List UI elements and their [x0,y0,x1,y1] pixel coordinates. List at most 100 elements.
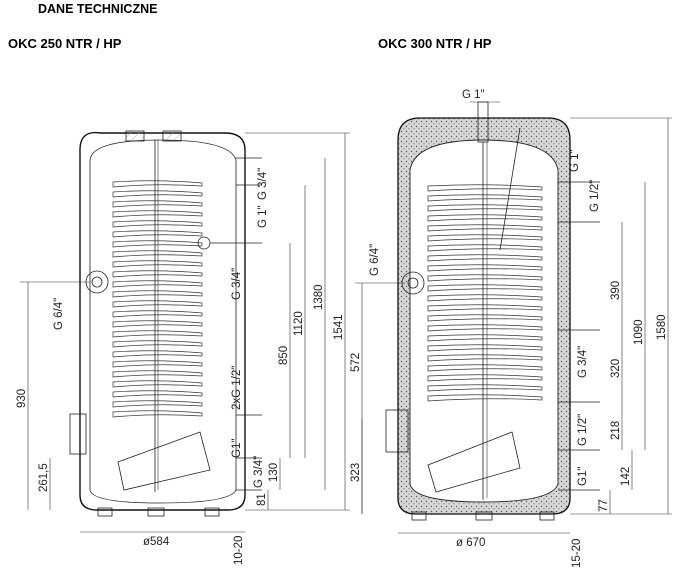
coil-turn [427,364,543,372]
coil-turn [427,254,543,262]
label-g1-low-right: G1" [577,467,589,486]
coil-turn [427,314,543,322]
coil-turn [112,340,203,348]
coil-turn [112,280,203,288]
coil-turn [427,184,543,192]
coil-turn [427,334,543,342]
dim-142: 142 [620,467,632,486]
coil-turn [112,390,203,398]
coil-turn [427,284,543,292]
page-title: DANE TECHNICZNE [38,2,158,16]
coil-turn [427,344,543,352]
coil-turn [427,354,543,362]
label-g64-left: G 6/4" [53,298,65,330]
coil-turn [427,394,543,402]
coil-turn [112,350,203,358]
dim-261-5: 261,5 [38,463,50,492]
right-connections-300 [558,181,600,491]
coil-turn [427,304,543,312]
coil-turn [112,400,203,408]
label-g1-low: G1" [231,439,243,458]
coil-turn [112,220,203,228]
drawing-okc250: G 3/4" G 1" G 3/4" G 6/4" 2xG 1/2" G1" G… [16,130,350,565]
label-g1-right: G 1" [569,149,581,172]
coil-turn [112,320,203,328]
control-box-300 [385,409,409,453]
dim-390: 390 [610,281,622,300]
dim-1120: 1120 [293,311,305,336]
coil-turn [112,190,203,198]
drawing-okc300: G 1" G 1" G 1/2" G 6/4" G 3/4" G 1/2" G1… [350,89,672,568]
coil-turn [112,270,203,278]
heat-exchanger-coil [112,180,203,418]
dim-1541: 1541 [333,314,345,340]
dim-15-20: 15-20 [571,539,583,568]
coil-turn [112,200,203,208]
dim-1380: 1380 [313,284,325,310]
coil-turn [427,264,543,272]
dim-77: 77 [598,499,610,512]
heat-exchanger-coil-300 [427,184,543,402]
heating-element-300 [427,431,521,493]
dim-1580: 1580 [656,314,668,340]
control-box [69,413,87,455]
coil-turn [112,240,203,248]
coil-turn [112,210,203,218]
dim-diameter-670: ø 670 [456,537,485,549]
label-g64-right: G 6/4" [369,244,381,276]
coil-turn [112,300,203,308]
label-g1-top: G 1" [462,89,485,101]
dim-1090: 1090 [633,319,645,345]
coil-turn [112,310,203,318]
outer-jacket [79,131,246,511]
dim-81: 81 [256,493,268,506]
coil-turn [427,194,543,202]
coil-turn [112,330,203,338]
coil-turn [427,234,543,242]
right-connections [197,157,262,491]
coil-turn [427,244,543,252]
top-insulation-right [162,130,182,142]
coil-turn [427,384,543,392]
coil-turn [112,250,203,258]
coil-turn [112,260,203,268]
coil-turn [427,274,543,282]
coil-turn [427,324,543,332]
label-g34-low: G 3/4" [253,456,265,488]
coil-turn [112,180,203,188]
coil-turn [112,290,203,298]
label-g34-right: G 3/4" [577,346,589,378]
coil-turn [427,214,543,222]
coil-turn [427,224,543,232]
coil-turn [427,204,543,212]
label-g12-low: G 1/2" [577,414,589,446]
coil-turn [427,294,543,302]
coil-turn [112,410,203,418]
label-g12: G 1/2" [589,180,601,212]
dim-130: 130 [268,463,280,482]
coil-turn [112,230,203,238]
coil-turn [112,370,203,378]
dim-930: 930 [16,389,28,408]
dimension-lines-left [20,132,350,533]
label-g1: G 1" [257,205,269,228]
dim-850: 850 [278,346,290,365]
inner-tank-300 [409,139,559,503]
dim-218: 218 [610,421,622,440]
dim-320: 320 [610,359,622,378]
dim-323: 323 [350,463,362,482]
inner-tank [89,139,237,504]
dimension-lines-right [355,101,672,534]
heating-element [117,431,211,491]
coil-turn [112,380,203,388]
model-label-okc300: OKC 300 NTR / HP [378,36,492,51]
label-g34-mid: G 3/4" [231,268,243,300]
dim-572: 572 [350,353,362,372]
coil-turn [427,374,543,382]
dim-10-20: 10-20 [233,536,245,565]
label-g34-top: G 3/4" [257,168,269,200]
top-insulation-left [125,130,145,142]
label-2xg12: 2xG 1/2" [231,366,243,410]
model-label-okc250: OKC 250 NTR / HP [8,36,122,51]
